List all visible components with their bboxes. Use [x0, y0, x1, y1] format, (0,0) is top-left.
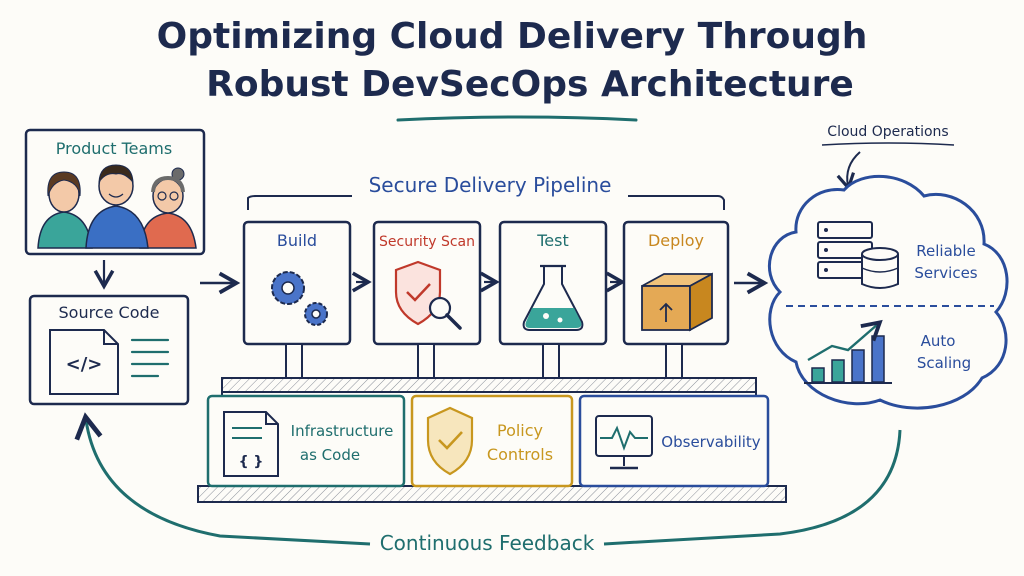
pipeline-bracket	[247, 195, 725, 210]
cloud-operations-underline	[821, 142, 955, 146]
auto-scaling-line-1: Auto	[921, 332, 956, 350]
stage-pillars	[285, 343, 683, 379]
cloud-operations-cloud: Reliable Services Auto Scaling	[768, 174, 1009, 410]
server-database-icon	[817, 221, 899, 289]
auto-scaling-line-2: Scaling	[917, 354, 971, 372]
iac-label-line-2: as Code	[300, 446, 360, 464]
foundation-observability: Observability	[578, 394, 770, 488]
title-underline	[396, 115, 638, 122]
flask-icon	[522, 264, 584, 331]
stage-test-label: Test	[536, 231, 569, 250]
shield-search-icon	[394, 260, 462, 330]
policy-label-line-1: Policy	[497, 421, 543, 440]
shield-check-icon	[426, 406, 474, 476]
continuous-feedback-label: Continuous Feedback	[380, 531, 595, 555]
title-line-1: Optimizing Cloud Delivery Through	[157, 16, 868, 57]
source-code-panel: Source Code </>	[28, 294, 190, 406]
title-line-2: Robust DevSecOps Architecture	[206, 64, 854, 105]
product-teams-panel: Product Teams	[24, 128, 206, 256]
stage-security-scan: Security Scan	[372, 220, 482, 346]
code-file-icon: </>	[49, 329, 119, 395]
foundation-infrastructure-as-code: { } Infrastructure as Code	[206, 394, 406, 488]
observability-label: Observability	[661, 433, 761, 451]
stage-test: Test	[498, 220, 608, 346]
config-file-icon: { }	[223, 411, 279, 477]
pipeline-label: Secure Delivery Pipeline	[369, 173, 612, 197]
source-code-label: Source Code	[59, 303, 160, 322]
cloud-operations-label: Cloud Operations	[827, 124, 948, 140]
foundation-shelf	[197, 377, 787, 503]
stage-deploy-label: Deploy	[648, 231, 704, 250]
foundation-policy-controls: Policy Controls	[410, 394, 574, 488]
stage-build-label: Build	[277, 231, 317, 250]
stage-deploy: Deploy	[622, 220, 730, 346]
feedback-loop-left	[74, 412, 371, 546]
cloud-label-arrow	[836, 151, 861, 192]
stage-build: Build	[242, 220, 352, 346]
code-lines-decoration	[130, 338, 170, 378]
policy-label-line-2: Controls	[487, 445, 553, 464]
reliable-services-line-2: Services	[914, 264, 977, 282]
team-people-icon	[37, 164, 197, 249]
growth-chart-icon	[804, 319, 892, 384]
monitor-pulse-icon	[595, 415, 653, 470]
svg-text:{ }: { }	[239, 454, 264, 470]
stage-security-scan-label: Security Scan	[379, 234, 475, 250]
iac-label-line-1: Infrastructure	[291, 422, 394, 440]
feedback-loop-right	[603, 429, 902, 546]
reliable-services-line-1: Reliable	[916, 242, 975, 260]
box-icon	[641, 272, 713, 332]
gears-icon	[271, 271, 328, 326]
product-teams-label: Product Teams	[56, 139, 172, 158]
svg-text:</>: </>	[66, 354, 103, 375]
